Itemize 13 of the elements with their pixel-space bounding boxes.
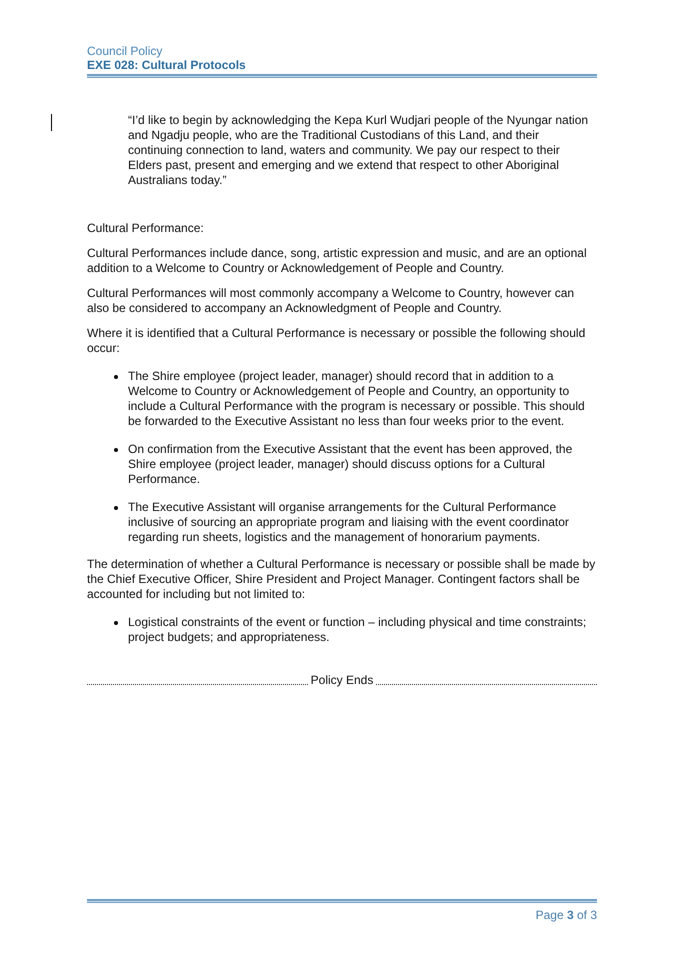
bullet-item: The Shire employee (project leader, manager) should record that in addition to a Welcome to Country or Acknowledgement of People and Country, an opportunity to include a Cultural Performance with the program is necessary or possible. This should be forwarded to the Executive Assistant no less than four weeks prior to the event. <box>128 369 586 429</box>
quoted-acknowledgement: “I’d like to begin by acknowledging the Kepa Kurl Wudjari people of the Nyungar nation and Ngadju people, who are the Traditional Custodians of this Land, and their continuing connection to land, waters and community. We pay our respect to their Elders past, present and emerging and we extend that respect to other Aboriginal Australians today.” <box>127 113 590 188</box>
page-number: Page 3 of 3 <box>536 908 597 922</box>
paragraph: The determination of whether a Cultural Performance is necessary or possible shall be made by the Chief Executive Officer, Shire President and Project Manager. Contingent factors shall be accounted for including but not limited to: <box>87 557 596 602</box>
paragraph: Cultural Performance: <box>87 221 205 236</box>
paragraph: Where it is identified that a Cultural Performance is necessary or possible the following should occur: <box>87 326 586 356</box>
bullet-item: The Executive Assistant will organise arrangements for the Cultural Performance inclusive of sourcing an appropriate program and liaising with the event coordinator regarding run sheets, logistics and the management of honorarium payments. <box>128 500 570 545</box>
paragraph: Cultural Performances will most commonly accompany a Welcome to Country, however can also be considered to accompany an Acknowledgment of People and Country. <box>87 286 576 316</box>
document-title: EXE 028: Cultural Protocols <box>87 58 246 72</box>
paragraph: Cultural Performances include dance, song, artistic expression and music, and are an optional addition to a Welcome to Country or Acknowledgement of People and Country. <box>87 246 588 276</box>
running-header: Council Policy <box>87 44 162 58</box>
bullet-item: On confirmation from the Executive Assistant that the event has been approved, the Shire employee (project leader, manager) should discuss options for a Cultural Performance. <box>128 442 574 487</box>
bullet-item: Logistical constraints of the event or function – including physical and time constraints; project budgets; and appropriateness. <box>128 615 588 645</box>
